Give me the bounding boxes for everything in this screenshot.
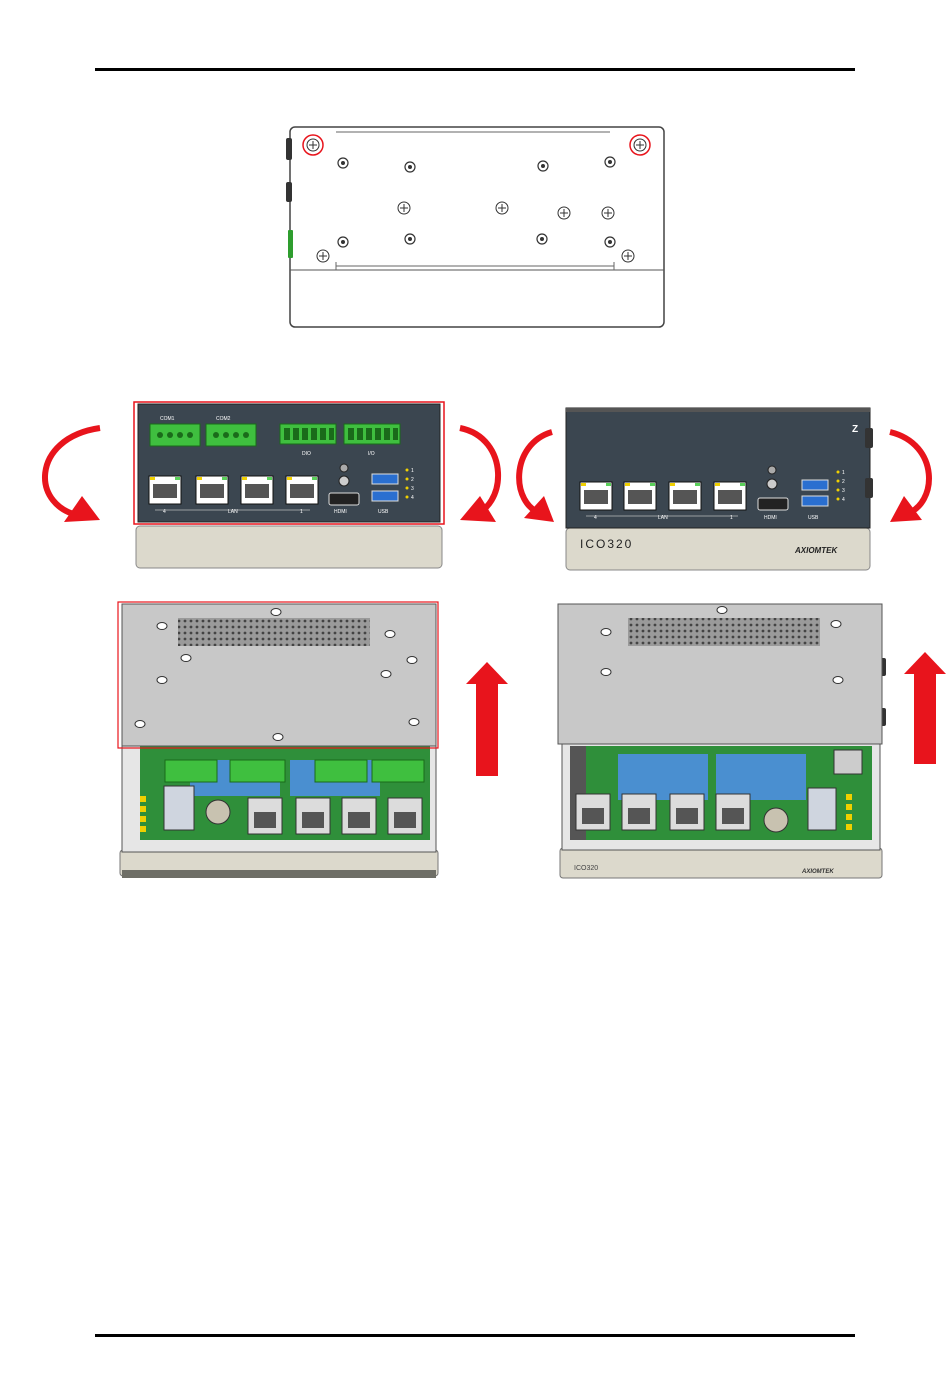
com1-terminal <box>150 424 200 446</box>
power-button <box>768 466 776 474</box>
usb-label: USB <box>378 509 389 515</box>
curved-arrow-counterclockwise-icon <box>45 428 100 522</box>
front-panel-io-figure: COM1 COM2 DIO I/O LAN 4 1 H <box>30 398 510 573</box>
vent-grille <box>628 618 820 646</box>
io-terminal <box>344 424 400 444</box>
led-label-2: 2 <box>842 479 845 485</box>
led-label-2: 2 <box>411 477 414 483</box>
usb-port <box>802 496 828 506</box>
brand-label: AXIOMTEK <box>801 869 834 875</box>
led-label-1: 1 <box>842 470 845 476</box>
curved-arrow-counterclockwise-icon <box>519 432 554 522</box>
com2-label: COM2 <box>216 416 231 422</box>
com2-terminal <box>206 424 256 446</box>
usb-label: USB <box>808 515 819 521</box>
cover-removal-front-figure <box>110 600 530 882</box>
led-label-3: 3 <box>411 486 414 492</box>
lan-label: LAN <box>658 515 668 521</box>
hdmi-port <box>329 493 359 505</box>
footer-rule <box>95 1334 855 1337</box>
usb-port <box>372 491 398 501</box>
led-label-3: 3 <box>842 488 845 494</box>
hdmi-label: HDMI <box>334 509 347 515</box>
usb-port <box>802 480 828 490</box>
header-rule <box>95 68 855 71</box>
lan-number-4: 4 <box>163 509 166 515</box>
io-label: I/O <box>368 451 375 457</box>
model-label: ICO320 <box>580 537 633 551</box>
model-label: ICO320 <box>574 865 598 872</box>
usb-port <box>372 474 398 484</box>
arrow-up-icon <box>466 662 508 776</box>
led-label-4: 4 <box>842 497 845 503</box>
hdmi-label: HDMI <box>764 515 777 521</box>
label-glyph: Z <box>852 424 858 435</box>
led-label-4: 4 <box>411 495 414 501</box>
arrow-up-icon <box>904 652 946 764</box>
power-button <box>340 464 348 472</box>
lan-number-1: 1 <box>730 515 733 521</box>
dio-label: DIO <box>302 451 311 457</box>
lan-label: LAN <box>228 509 238 515</box>
curved-arrow-clockwise-icon <box>460 428 498 522</box>
lan-number-4: 4 <box>594 515 597 521</box>
brand-label: AXIOMTEK <box>794 546 838 555</box>
cover-removal-rear-figure: ICO320 AXIOMTEK <box>550 598 950 882</box>
bottom-view-figure <box>280 122 680 334</box>
vent-grille <box>178 618 370 646</box>
led-label-1: 1 <box>411 468 414 474</box>
curved-arrow-clockwise-icon <box>890 432 929 522</box>
dio-terminal <box>280 424 336 444</box>
hdmi-port <box>758 498 788 510</box>
rear-panel-figure: ICO320 AXIOMTEK Z LAN 4 1 HDMI USB 1 2 3… <box>510 398 950 574</box>
com1-label: COM1 <box>160 416 175 422</box>
lan-number-1: 1 <box>300 509 303 515</box>
